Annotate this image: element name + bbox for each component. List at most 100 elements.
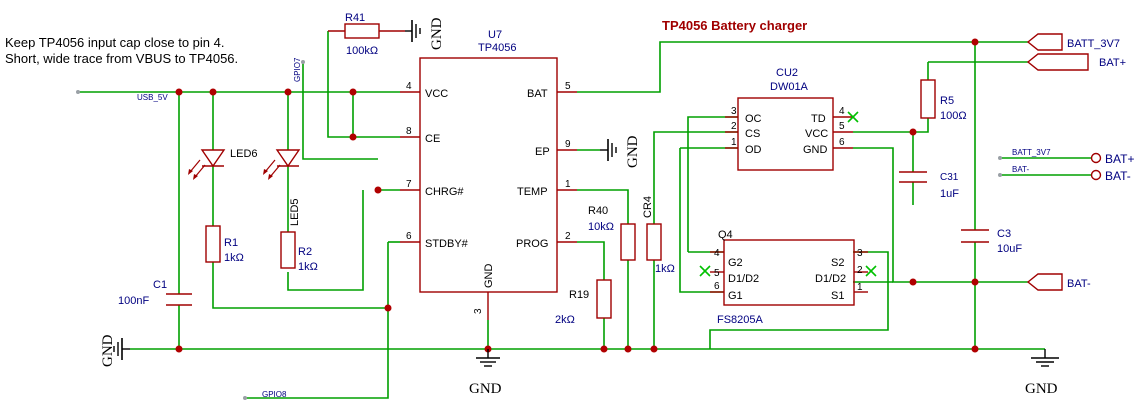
junction-dot (971, 38, 979, 46)
wires (78, 31, 1092, 399)
net-usb-5v: USB_5V (137, 93, 168, 102)
c1-capacitor[interactable]: C1 100nF (118, 279, 192, 307)
gnd-label: GND (469, 381, 502, 397)
r40-body (620, 223, 636, 261)
u7-pin-num: 6 (406, 231, 412, 242)
junction-dot (209, 88, 217, 96)
u7-pin-name: BAT (527, 88, 548, 100)
port-bat-plus[interactable]: BAT+ (1026, 53, 1126, 71)
junction-dot (971, 278, 979, 286)
c31-ref: C31 (940, 172, 959, 183)
c1-value: 100nF (118, 295, 149, 307)
wire-gpio8 (245, 242, 389, 399)
q4-pin-name: D1/D2 (815, 273, 846, 285)
wire-cr4-cs (653, 131, 738, 224)
terminal-bat-plus[interactable]: BAT+ (1090, 152, 1135, 166)
r1-ref: R1 (224, 237, 238, 249)
r19-resistor[interactable]: R19 2kΩ (555, 279, 612, 326)
q4-pin-num: 4 (714, 248, 720, 259)
cu2-dw01a[interactable]: CU2 DW01A 3 OC 2 CS 1 OD 4 TD 5 VCC 6 GN… (725, 67, 859, 171)
netflag-dot (301, 60, 305, 64)
r2-resistor[interactable]: R2 1kΩ (280, 231, 318, 273)
wire-r5-c31 (912, 118, 929, 172)
net-flag-dots (76, 60, 1002, 400)
wire-s2-gnd (709, 251, 889, 349)
net-batt3v7-wire: BATT_3V7 (1012, 148, 1051, 157)
port-label: BATT_3V7 (1067, 38, 1120, 50)
cu2-value: DW01A (770, 81, 809, 93)
junction-dot (909, 278, 917, 286)
port-batt-3v7[interactable]: BATT_3V7 (1026, 33, 1120, 51)
cu2-pin-name: GND (803, 144, 828, 156)
q4-pin-num: 6 (714, 281, 720, 292)
gnd-symbol-left: GND (100, 334, 130, 367)
wire-temp-r40 (577, 189, 629, 224)
c31-capacitor[interactable]: C31 1uF (899, 171, 959, 200)
led6-body (200, 149, 226, 168)
u7-pin-name: PROG (516, 238, 548, 250)
led5[interactable]: LED5 (263, 149, 301, 226)
netflag-dot (998, 156, 1002, 160)
u7-pin-num: 9 (565, 139, 571, 150)
no-connect-marker (865, 265, 877, 277)
wire-od-g1 (679, 148, 724, 293)
led6-ref: LED6 (230, 148, 258, 160)
u7-pin-name: CHRG# (425, 186, 464, 198)
wire-r1-stdby (212, 262, 388, 309)
q4-pin-name: S1 (831, 290, 844, 302)
terminal-bat-minus[interactable]: BAT- (1090, 169, 1131, 183)
junction-dot (650, 345, 658, 353)
r41-value: 100kΩ (346, 45, 378, 57)
r41-ref: R41 (345, 12, 365, 24)
q4-pin-num: 2 (857, 265, 863, 276)
q4-pin-name: G1 (728, 290, 743, 302)
r40-ref: R40 (588, 205, 608, 217)
netflag-dot (243, 396, 247, 400)
wire-bat-out (577, 41, 1028, 93)
q4-fs8205a[interactable]: Q4 FS8205A 4 G2 5 D1/D2 6 G1 3 S2 2 D1/D… (699, 229, 877, 326)
r41-resistor[interactable]: R41 100kΩ (328, 12, 405, 57)
u7-pin-num: 2 (565, 231, 571, 242)
u7-pin-num: 8 (406, 126, 412, 137)
cr4-resistor[interactable]: CR4 1kΩ (642, 196, 675, 275)
c31-value: 1uF (940, 188, 959, 200)
q4-value: FS8205A (717, 314, 764, 326)
cu2-ref: CU2 (776, 67, 798, 79)
c3-capacitor[interactable]: C3 10uF (961, 228, 1022, 255)
led5-body (275, 149, 301, 168)
port-label: BAT- (1067, 278, 1091, 290)
u7-pin-name: EP (535, 146, 550, 158)
net-gpio7: GPIO7 (293, 57, 302, 82)
gnd-symbol-ep: GND (600, 135, 641, 168)
u7-value: TP4056 (478, 42, 517, 54)
gnd-symbol-right: GND (1025, 349, 1059, 397)
cu2-pin-num: 1 (731, 137, 737, 148)
port-bat-minus[interactable]: BAT- (1026, 273, 1091, 291)
u7-pin-name: TEMP (517, 186, 548, 198)
led6[interactable]: LED6 (188, 148, 258, 180)
gnd-symbol-r41: GND (405, 17, 445, 50)
cu2-pin-num: 2 (731, 121, 737, 132)
gnd-label: GND (625, 135, 641, 168)
cu2-body (737, 97, 834, 171)
terminal-circle (1090, 152, 1102, 164)
note-line-2: Short, wide trace from VBUS to TP4056. (5, 51, 238, 66)
r2-value: 1kΩ (298, 261, 318, 273)
r19-value: 2kΩ (555, 314, 575, 326)
junction-dot (175, 88, 183, 96)
junction-dot (624, 345, 632, 353)
u7-pin-name: VCC (425, 88, 448, 100)
r5-resistor[interactable]: R5 100Ω (920, 79, 967, 122)
cu2-pin-name: OD (745, 144, 762, 156)
q4-ref: Q4 (718, 229, 733, 241)
r40-resistor[interactable]: R40 10kΩ (588, 205, 636, 261)
c3-value: 10uF (997, 243, 1022, 255)
u7-pin-num: 4 (406, 81, 412, 92)
gnd-label: GND (1025, 381, 1058, 397)
netflag-dot (76, 90, 80, 94)
r1-resistor[interactable]: R1 1kΩ (205, 225, 244, 264)
u7-tp4056[interactable]: U7 TP4056 4 VCC 8 CE 7 CHRG# 6 STDBY# 5 … (400, 29, 577, 320)
u7-pin-name: CE (425, 133, 440, 145)
wire-ce-tie (352, 92, 400, 138)
